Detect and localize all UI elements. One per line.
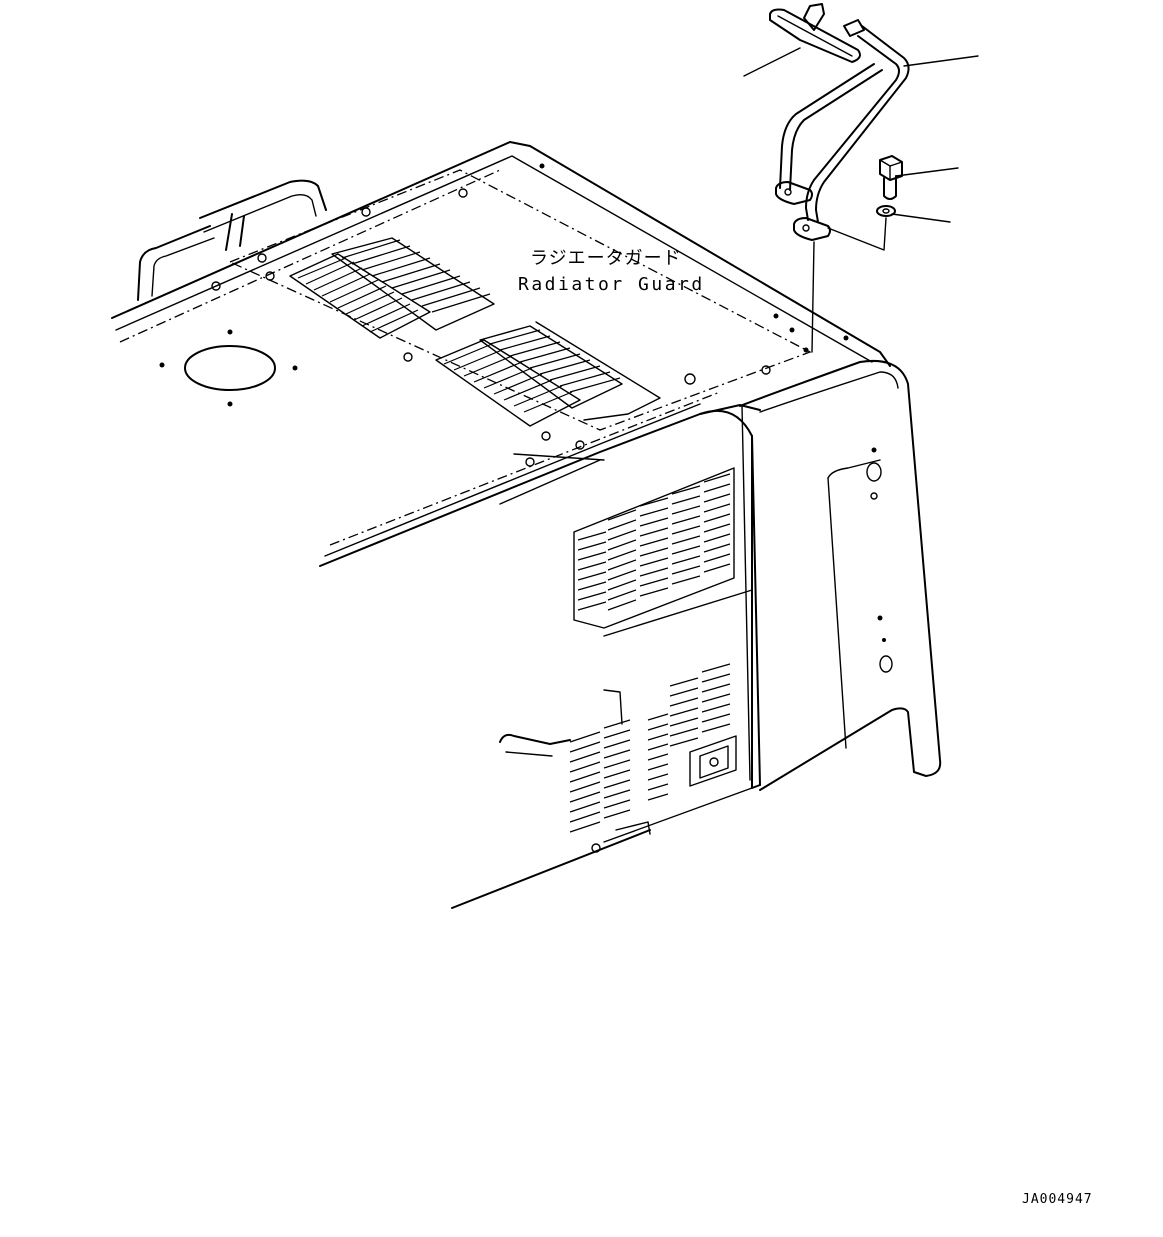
label-english: Radiator Guard <box>518 274 705 295</box>
rear-handrail <box>137 179 327 301</box>
top-grille-left <box>289 237 495 339</box>
radiator-guard-assembly <box>769 3 910 241</box>
side-panel <box>451 405 761 909</box>
radiator-frame <box>739 360 942 791</box>
exhaust-opening <box>159 329 298 407</box>
bolt <box>879 155 903 200</box>
side-louvers-lower <box>499 663 737 853</box>
leader-lines <box>743 47 979 353</box>
top-grille-right <box>435 321 661 427</box>
drawing-code: JA004947 <box>1022 1192 1093 1207</box>
washer <box>876 205 896 217</box>
label-japanese: ラジエータガード <box>530 248 682 269</box>
hood-bolts <box>211 163 849 467</box>
side-louvers-upper <box>573 467 735 629</box>
